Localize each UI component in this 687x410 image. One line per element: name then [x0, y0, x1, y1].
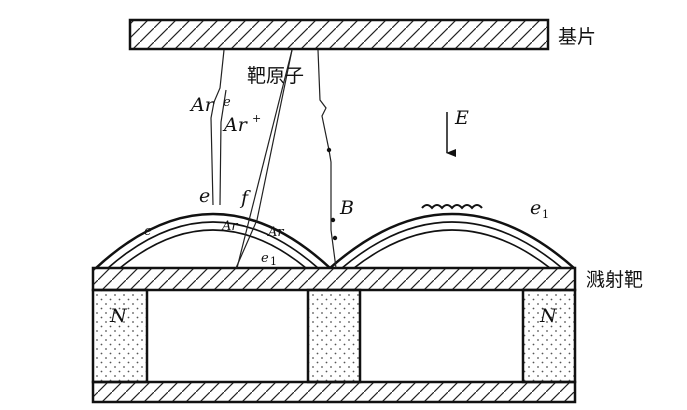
ar-ion-label: Ar	[222, 114, 249, 136]
field-arc-left-inner	[119, 229, 307, 269]
substrate-plate	[128, 18, 550, 51]
electron-e1-label-right: e	[530, 197, 541, 219]
magnet-right-label: N	[539, 305, 558, 327]
b-dot-1	[326, 147, 332, 153]
magnet-left	[91, 288, 149, 384]
electron-label-lower: e	[144, 224, 152, 239]
b-dot-2	[330, 217, 336, 223]
ar-label-lower-1: Ar	[221, 219, 238, 234]
ar-ion-charge: +	[252, 112, 261, 125]
target-atom-label: 靶原子	[247, 65, 304, 87]
field-arc-right-inner	[353, 229, 551, 269]
field-label: E	[454, 107, 469, 129]
point-b-label: B	[339, 197, 354, 219]
electron-trajectory	[219, 89, 227, 206]
magnet-left-label: N	[109, 305, 128, 327]
b-trajectory	[317, 49, 337, 269]
field-arc-right-middle	[341, 221, 563, 269]
magnet-center	[306, 288, 362, 384]
field-arc-right-outer	[329, 212, 575, 269]
sputter-target-label: 溅射靶	[586, 269, 643, 291]
yoke-plate	[91, 380, 577, 404]
atom-trajectory-2	[236, 49, 293, 269]
ar-label-lower-2: Ar	[267, 225, 284, 240]
magnet-right	[521, 288, 577, 384]
f-label: f	[239, 187, 251, 209]
electron-e1-sub-left: 1	[270, 255, 277, 268]
sputter-target-plate	[91, 266, 577, 292]
electron-e1-sub-right: 1	[542, 208, 549, 221]
substrate-label: 基片	[558, 26, 596, 48]
field-arc-left-outer	[95, 212, 331, 269]
b-dot-3	[332, 235, 338, 241]
electron-label-arc: e	[199, 185, 210, 207]
ar-label-upper: Ar	[189, 94, 216, 116]
target-atom-trajectory	[235, 49, 293, 269]
electron-drift-path	[421, 204, 483, 210]
field-arc-left-middle	[107, 221, 319, 269]
electron-e1-label-left: e	[261, 251, 269, 266]
electron-label-upper: e	[223, 95, 231, 110]
ion-trajectory	[210, 49, 225, 206]
